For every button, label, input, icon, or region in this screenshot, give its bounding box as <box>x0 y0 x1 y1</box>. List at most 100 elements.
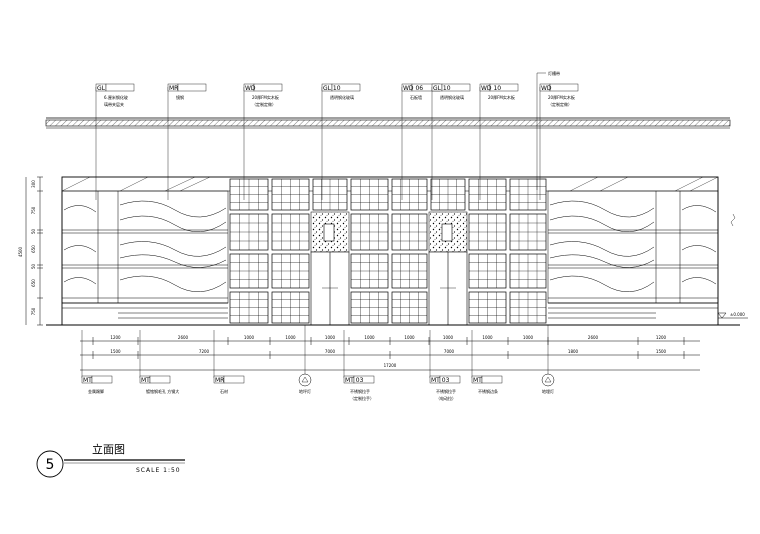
bottom-dim-value: 1000 <box>443 335 454 340</box>
top-extra-callout: 灯槽带 <box>536 70 560 190</box>
bottom-dim-value: 1500 <box>110 349 121 354</box>
bottom-circle-note: 地埋灯 <box>542 388 554 394</box>
grid-module <box>391 253 428 289</box>
bottom-callout-note: 不锈钢边条 <box>478 388 498 394</box>
grid-module <box>350 178 389 211</box>
grid-module <box>391 291 428 324</box>
left-side-panel <box>61 176 229 319</box>
stone-panel-right <box>428 211 468 253</box>
drawing-number-circle <box>36 450 64 478</box>
level-marker: ±0.000 <box>717 213 748 319</box>
bottom-dim-value: 1000 <box>285 335 296 340</box>
grid-module <box>468 213 507 251</box>
top-extra-note: 灯槽带 <box>548 70 560 76</box>
bottom-dim-value: 1200 <box>656 335 667 340</box>
top-callout-note: （定制定做） <box>548 101 572 107</box>
title-block: 5 立面图 SCALE 1:50 <box>36 442 185 478</box>
top-callout-code: WD 06 <box>403 85 423 92</box>
top-callout-note: 6.厘米钢化玻 <box>104 94 128 100</box>
left-total-dim: 4500 <box>18 246 23 257</box>
bottom-dim-value: 2600 <box>178 335 189 340</box>
top-callout-note: 璃带夹层夹 <box>104 101 124 107</box>
grid-module <box>509 291 547 324</box>
grid-module <box>509 213 547 251</box>
bottom-dim-value: 7200 <box>199 349 210 354</box>
bottom-callout-code: MT 03 <box>345 377 364 384</box>
top-callout-code: GL <box>97 85 106 92</box>
top-callout: GL 10 透明钢化玻璃 <box>431 83 471 200</box>
top-callout-note: 镜钢 <box>176 94 184 100</box>
bottom-dim-value: 1000 <box>482 335 493 340</box>
left-dim-value: 50 <box>31 264 36 270</box>
drawing-scale: SCALE 1:50 <box>136 467 181 474</box>
bottom-callout-code: MR <box>215 377 224 384</box>
top-callout: MR 镜钢 <box>167 83 207 200</box>
grid-module <box>468 178 507 211</box>
bottom-dim-value: 1000 <box>404 335 415 340</box>
bottom-callout-note: 石材 <box>220 388 228 394</box>
ceiling-slab <box>45 117 731 129</box>
central-grid-wall <box>229 178 547 324</box>
bottom-callout-code: MT <box>141 377 150 384</box>
bottom-dim-value: 2600 <box>588 335 599 340</box>
top-callout-code: GL 10 <box>433 85 451 92</box>
left-dim-value: 650 <box>31 279 36 287</box>
bottom-dim-value: 1000 <box>244 335 255 340</box>
top-callout-code: MR <box>169 85 178 92</box>
left-dim-value: 750 <box>31 206 36 214</box>
bottom-dim-value: 1000 <box>325 335 336 340</box>
grid-module <box>430 178 466 211</box>
top-callout-code: GL 10 <box>323 85 341 92</box>
grid-module <box>350 213 389 251</box>
grid-module <box>350 291 389 324</box>
stone-panel-left <box>310 211 350 253</box>
grid-module <box>271 178 310 211</box>
grid-module <box>229 253 269 289</box>
left-dim-value: 750 <box>31 307 36 315</box>
bottom-circle-note: 地坪灯 <box>299 388 311 394</box>
level-label: ±0.000 <box>730 312 745 317</box>
grid-module <box>391 213 428 251</box>
bottom-callout-code: MT <box>473 377 482 384</box>
bottom-callout: MR 石材 <box>213 330 245 394</box>
glass-door-right <box>428 251 468 326</box>
left-dim-value: 650 <box>31 245 36 253</box>
bottom-dim-value: 7000 <box>444 349 455 354</box>
bottom-dim-value: 1500 <box>656 349 667 354</box>
bottom-dim-value: 1000 <box>523 335 534 340</box>
grid-module <box>509 178 547 211</box>
top-callout-code: WD <box>541 85 552 92</box>
grid-module <box>271 291 310 324</box>
grid-module <box>271 213 310 251</box>
glass-door-left <box>310 251 350 326</box>
bottom-callout-note: （定制拉手） <box>350 395 374 401</box>
bottom-dim-value: 7000 <box>325 349 336 354</box>
bottom-callout-note: 不锈钢拉手 <box>436 388 456 394</box>
bottom-dim-value: 1000 <box>364 335 375 340</box>
bottom-dim-value: 1200 <box>110 335 121 340</box>
bottom-callout: MT 不锈钢边条 <box>471 330 503 394</box>
drawing-title: 立面图 <box>92 442 125 456</box>
top-callout-note: 石板墙 <box>410 94 422 100</box>
top-callout: GL 10 透明钢化玻璃 <box>321 83 361 200</box>
top-callout-note: 透明钢化玻璃 <box>440 94 464 100</box>
top-callout-note: 20厚FM实木板 <box>488 94 515 100</box>
grid-module <box>229 178 269 211</box>
top-callout-note: 透明钢化玻璃 <box>330 94 354 100</box>
bottom-callout-note: 镀铬钢毛孔 方钢大 <box>146 388 179 394</box>
bottom-callout-code: MT 03 <box>431 377 450 384</box>
bottom-circle-callout: 地坪灯 <box>298 325 312 394</box>
bottom-dim-value: 1800 <box>568 349 579 354</box>
grid-module <box>350 253 389 289</box>
grid-module <box>271 253 310 289</box>
top-callout-code: WD 10 <box>481 85 501 92</box>
